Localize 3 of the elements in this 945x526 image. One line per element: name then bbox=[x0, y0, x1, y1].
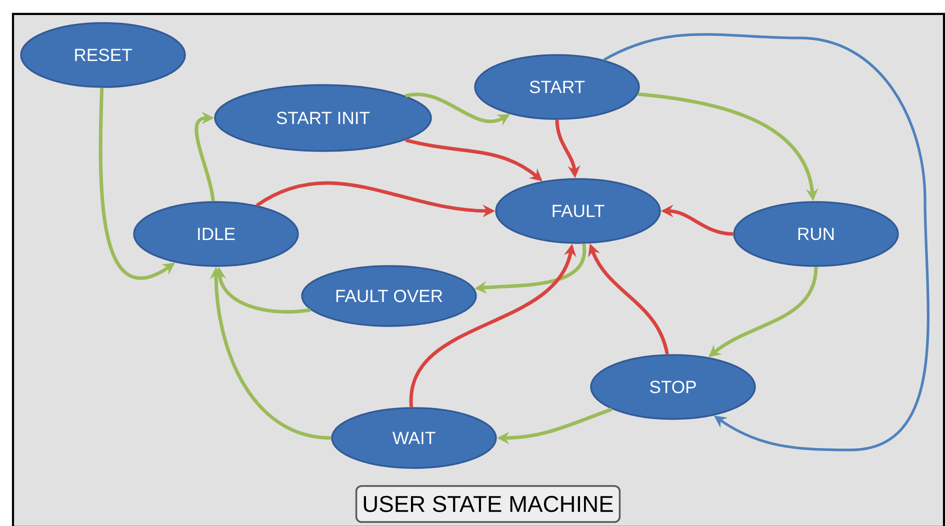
arrow bbox=[603, 33, 930, 452]
title-box: USER STATE MACHINE bbox=[355, 485, 621, 523]
arrow bbox=[194, 112, 215, 202]
